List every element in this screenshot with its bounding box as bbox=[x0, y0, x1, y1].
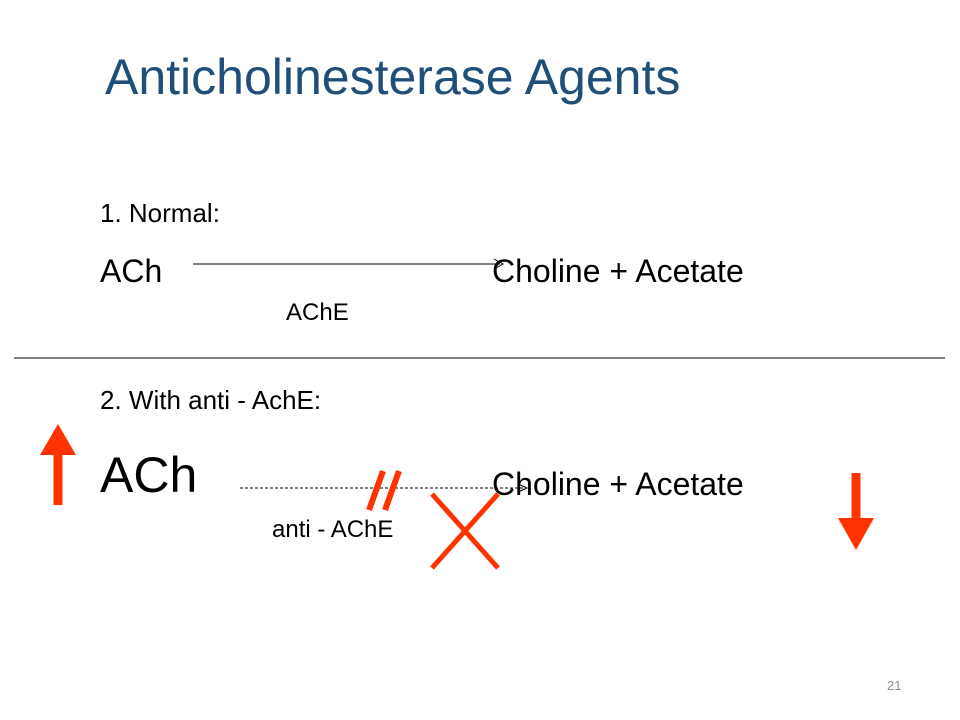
arrow-up-icon bbox=[40, 424, 76, 505]
inhibited-reaction-arrow bbox=[240, 483, 529, 493]
normal-product: Choline + Acetate bbox=[492, 253, 744, 289]
normal-reactant: ACh bbox=[100, 253, 163, 289]
inhibitor-heading: 2. With anti - AchE: bbox=[100, 385, 322, 415]
inhibitor-reactant: ACh bbox=[100, 447, 198, 503]
double-slash-icon bbox=[366, 469, 402, 512]
slide-title: Anticholinesterase Agents bbox=[105, 49, 681, 105]
arrow-down-icon bbox=[838, 473, 874, 550]
page-number: 21 bbox=[887, 678, 902, 693]
cross-mark-icon bbox=[430, 492, 500, 570]
inhibitor-enzyme-label: anti - AChE bbox=[272, 516, 394, 543]
inhibitor-product: Choline + Acetate bbox=[492, 466, 744, 502]
normal-reaction-arrow bbox=[193, 258, 505, 270]
normal-enzyme-label: AChE bbox=[286, 299, 349, 326]
normal-heading: 1. Normal: bbox=[100, 198, 220, 228]
